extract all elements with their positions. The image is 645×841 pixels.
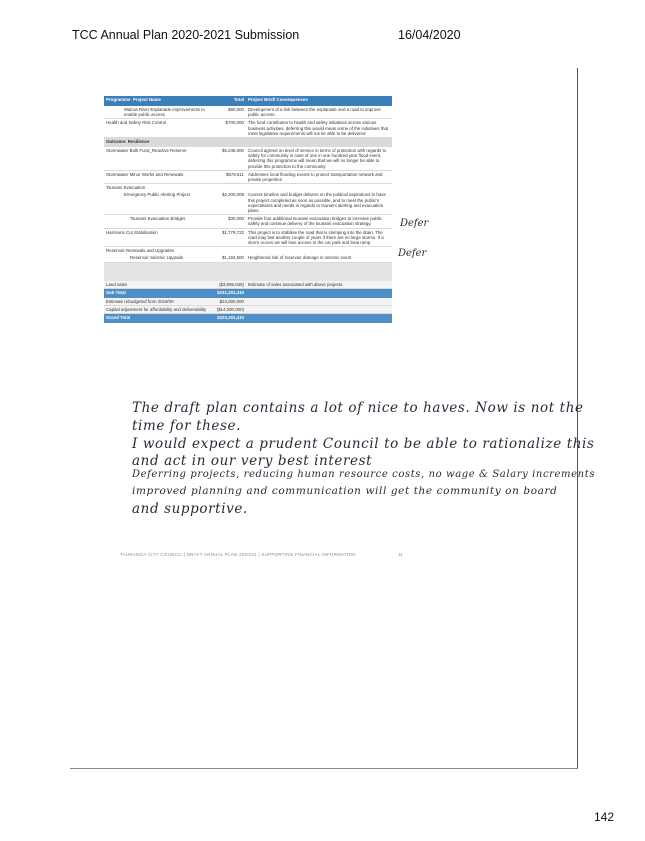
- col-project-name: Project Name: [132, 97, 161, 102]
- land-sales-row: Land sales ($3,995,045) Estimate of sale…: [104, 280, 392, 289]
- handwritten-line: time for these.: [132, 418, 242, 434]
- subtotal-row: Sub Total $241,301,410: [104, 288, 392, 298]
- projects-table: Programme Project Name Total Project Bri…: [104, 96, 392, 324]
- scanned-table-sheet: Programme Project Name Total Project Bri…: [104, 96, 392, 324]
- table-row: Stormwater Minor Works and Renewals $578…: [104, 170, 392, 185]
- rebudget-row: Estimate rebudgeted from 2019/20 $24,000…: [104, 297, 392, 307]
- document-date: 16/04/2020: [398, 28, 461, 42]
- scan-edge-vertical: [577, 68, 578, 768]
- page-number: 142: [594, 810, 615, 824]
- handwritten-line: I would expect a prudent Council to be a…: [132, 436, 595, 452]
- table-row: Reservoir Seismic Upgrade $1,184,600 Hei…: [104, 254, 392, 263]
- handwritten-line: and supportive.: [132, 501, 248, 517]
- table-row: Health and Safety Risk Control $700,000 …: [104, 118, 392, 139]
- table-header: Programme Project Name Total Project Bri…: [104, 96, 392, 106]
- table-row: Stormwater Bulk Fund_Reactive Reserve $6…: [104, 147, 392, 171]
- scan-edge-horizontal: [70, 768, 578, 769]
- handwritten-line: and act in our very best interest: [132, 453, 373, 469]
- col-programme: Programme: [106, 97, 131, 102]
- document-title: TCC Annual Plan 2020-2021 Submission: [72, 28, 300, 42]
- table-row: Emergency Public Alerting Project $2,200…: [104, 191, 392, 216]
- table-row: Tsunami Evacuation Bridges $30,000 Provi…: [104, 214, 392, 229]
- handwritten-line: Deferring projects, reducing human resou…: [132, 469, 596, 480]
- margin-note-defer: Defer: [400, 218, 429, 229]
- table-row: Harrisons Cut Stabilisation $1,779,722 T…: [104, 228, 392, 248]
- col-total: Total: [210, 96, 246, 106]
- handwritten-line: improved planning and communication will…: [132, 485, 558, 497]
- outcome-band: Outcome: Resilience: [104, 137, 392, 148]
- grand-total-row: Grand Total $223,301,410: [104, 313, 392, 324]
- capital-adjustment-row: Capital adjustment for affordability and…: [104, 305, 392, 315]
- table-row: Wairoa River Esplanade improvements to e…: [104, 106, 392, 120]
- spacer-row: [104, 262, 392, 281]
- handwritten-line: The draft plan contains a lot of nice to…: [132, 400, 584, 416]
- scanned-page-footer: TAURANGA CITY COUNCIL | DRAFT ANNUAL PLA…: [120, 552, 356, 557]
- group-row: Reservoir Renewals and Upgrades: [106, 248, 175, 254]
- col-brief: Project Brief/ Consequences: [246, 96, 392, 106]
- margin-note-defer: Defer: [398, 248, 427, 259]
- scanned-page-number: 11: [398, 552, 403, 557]
- group-row: Tsunami Evacuation: [106, 185, 146, 191]
